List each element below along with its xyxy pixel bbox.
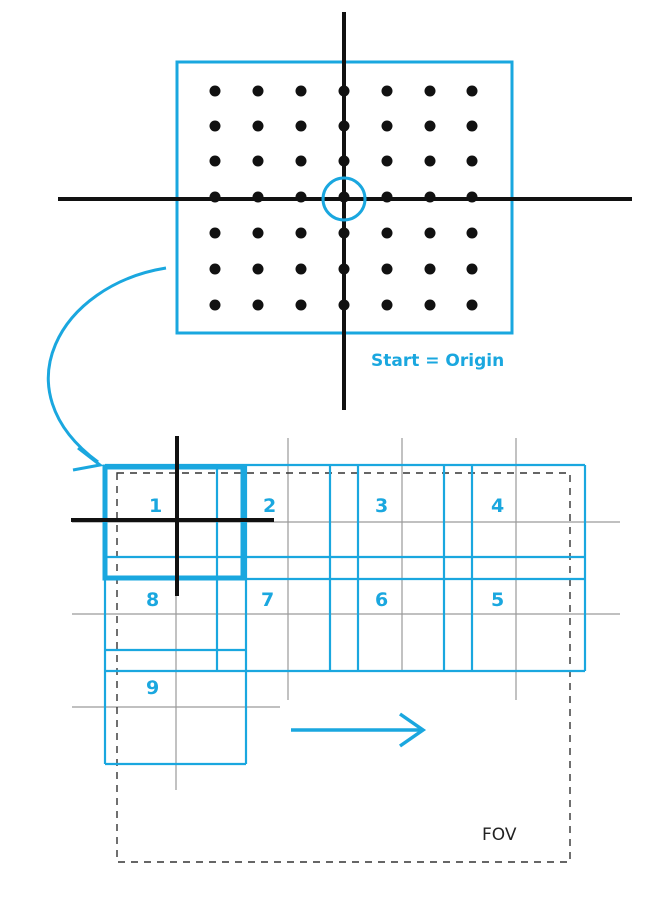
tile-label-3: 3 xyxy=(375,495,388,517)
fov-label: FOV xyxy=(482,825,517,845)
tile-labels: 1 2 3 4 5 6 7 8 9 xyxy=(146,495,504,699)
array-dot xyxy=(424,227,436,239)
array-dot xyxy=(466,85,478,97)
tile-label-4: 4 xyxy=(491,495,504,517)
tile-label-9: 9 xyxy=(146,677,159,699)
array-dot xyxy=(295,120,307,132)
array-dot xyxy=(424,299,436,311)
array-dot xyxy=(381,299,393,311)
array-dot xyxy=(424,263,436,275)
dot-array-panel: Start = Origin xyxy=(58,12,632,410)
array-dot xyxy=(295,85,307,97)
array-dot xyxy=(381,120,393,132)
array-dot xyxy=(424,120,436,132)
array-dot xyxy=(381,155,393,167)
tile-label-6: 6 xyxy=(375,589,388,611)
array-dot xyxy=(209,155,221,167)
array-dot xyxy=(209,120,221,132)
array-dot xyxy=(466,227,478,239)
tile-label-8: 8 xyxy=(146,589,159,611)
tile-1-highlight xyxy=(102,464,246,581)
array-dot xyxy=(252,120,264,132)
array-dot xyxy=(466,299,478,311)
array-dot xyxy=(209,263,221,275)
array-dot xyxy=(252,299,264,311)
fov-boundary xyxy=(116,472,571,863)
curved-arrow xyxy=(46,266,167,464)
scan-direction-arrow-head xyxy=(399,712,427,748)
curved-arrow-head xyxy=(72,446,104,472)
array-dot xyxy=(466,263,478,275)
tile-label-7: 7 xyxy=(261,589,274,611)
array-dot xyxy=(466,155,478,167)
start-origin-label: Start = Origin xyxy=(371,351,504,371)
array-dot xyxy=(252,85,264,97)
tile-label-5: 5 xyxy=(491,589,504,611)
array-dot xyxy=(424,155,436,167)
array-dot xyxy=(381,85,393,97)
array-dot xyxy=(295,299,307,311)
array-dot xyxy=(209,227,221,239)
array-dot xyxy=(381,263,393,275)
array-dot xyxy=(381,227,393,239)
array-dot xyxy=(209,299,221,311)
array-dot xyxy=(252,155,264,167)
origin-marker xyxy=(321,176,367,222)
array-dot xyxy=(424,85,436,97)
array-dot xyxy=(295,155,307,167)
array-dot xyxy=(252,227,264,239)
reference-grid xyxy=(72,438,620,790)
array-dot xyxy=(209,85,221,97)
array-dot xyxy=(295,263,307,275)
array-dot xyxy=(252,263,264,275)
tile-label-2: 2 xyxy=(263,495,276,517)
tile-scan-panel: FOV 1 2 xyxy=(71,436,620,863)
array-dot xyxy=(466,120,478,132)
array-dot xyxy=(295,227,307,239)
tile-label-1: 1 xyxy=(149,495,162,517)
